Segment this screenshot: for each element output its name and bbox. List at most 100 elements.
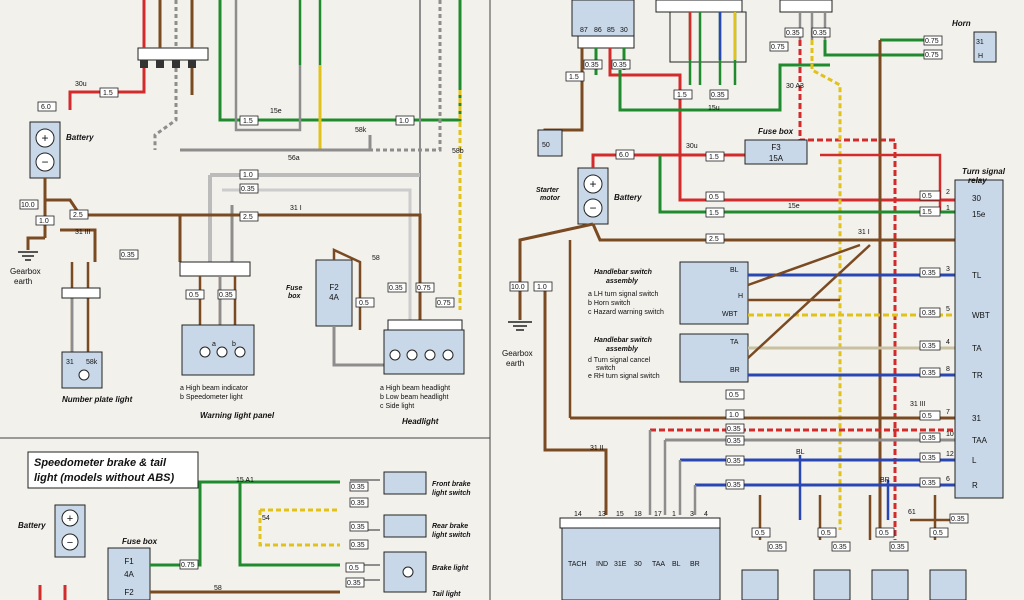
- relay-wire-size-box: [919, 452, 941, 463]
- svg-text:30 A3: 30 A3: [786, 83, 804, 90]
- warning-panel-label: Warning light panel: [200, 411, 275, 420]
- svg-text:F2: F2: [329, 283, 339, 292]
- svg-text:31: 31: [66, 359, 74, 366]
- svg-text:0.5: 0.5: [755, 530, 765, 537]
- svg-text:0.35: 0.35: [351, 524, 365, 531]
- relay-wire-size-box: [919, 477, 941, 488]
- svg-text:TACH: TACH: [568, 561, 587, 568]
- svg-text:F2: F2: [124, 588, 134, 597]
- svg-text:TA: TA: [730, 339, 739, 346]
- svg-text:1.0: 1.0: [39, 218, 49, 225]
- svg-text:1.0: 1.0: [243, 172, 253, 179]
- svg-text:a High beam indicator: a High beam indicator: [180, 385, 249, 392]
- svg-text:1.0: 1.0: [729, 412, 739, 419]
- svg-text:0.75: 0.75: [925, 52, 939, 59]
- svg-text:H: H: [978, 53, 983, 60]
- svg-text:56a: 56a: [288, 155, 300, 162]
- svg-text:Front brake: Front brake: [432, 481, 471, 488]
- svg-text:1.5: 1.5: [243, 118, 253, 125]
- relay-wire-size: 1.5: [922, 209, 932, 216]
- svg-text:1.5: 1.5: [103, 90, 113, 97]
- svg-text:0.35: 0.35: [613, 62, 627, 69]
- svg-text:0.35: 0.35: [389, 285, 403, 292]
- svg-text:+: +: [589, 177, 596, 191]
- svg-text:0.35: 0.35: [891, 544, 905, 551]
- relay-wire-size-box: [919, 367, 941, 378]
- svg-text:0.5: 0.5: [933, 530, 943, 537]
- svg-text:0.5: 0.5: [189, 292, 199, 299]
- svg-text:2.5: 2.5: [709, 236, 719, 243]
- svg-text:+: +: [41, 131, 48, 145]
- svg-text:e RH turn signal switch: e RH turn signal switch: [588, 373, 660, 380]
- svg-text:54: 54: [262, 515, 270, 522]
- relay-wire-size: 0.35: [922, 480, 936, 487]
- relay-wire-size-box: [919, 307, 941, 318]
- svg-text:1.0: 1.0: [537, 284, 547, 291]
- svg-text:31E: 31E: [614, 561, 627, 568]
- turn-signal-relay: [954, 179, 1004, 499]
- earth-symbol-right: [508, 321, 532, 331]
- svg-text:Battery: Battery: [18, 521, 46, 530]
- front-brake-switch: [383, 471, 427, 495]
- svg-text:Fuse: Fuse: [286, 285, 302, 292]
- svg-text:31 I: 31 I: [290, 205, 302, 212]
- svg-text:Brake light: Brake light: [432, 565, 469, 572]
- svg-text:Tail light: Tail light: [432, 591, 461, 598]
- svg-text:0.5: 0.5: [729, 392, 739, 399]
- svg-text:58k: 58k: [355, 127, 367, 134]
- svg-text:b Low beam headlight: b Low beam headlight: [380, 394, 449, 401]
- relay-wire-size: 0.35: [922, 455, 936, 462]
- svg-text:0.75: 0.75: [437, 300, 451, 307]
- relay-wire-size: 0.35: [922, 435, 936, 442]
- relay-wire-size: 0.35: [922, 343, 936, 350]
- svg-text:15u: 15u: [708, 105, 720, 112]
- svg-text:30u: 30u: [686, 143, 698, 150]
- relay-pin-number: 4: [946, 339, 950, 346]
- svg-text:87: 87: [580, 27, 588, 34]
- handlebar-switch-1: [679, 261, 749, 325]
- svg-text:Speedometer brake & tail: Speedometer brake & tail: [34, 457, 167, 469]
- svg-text:0.35: 0.35: [121, 252, 135, 259]
- svg-text:−: −: [41, 155, 48, 169]
- relay-wire-size: 0.35: [922, 270, 936, 277]
- svg-text:58: 58: [214, 585, 222, 592]
- relay-wire-size: 0.5: [922, 413, 932, 420]
- svg-text:box: box: [288, 293, 302, 300]
- svg-text:0.35: 0.35: [711, 92, 725, 99]
- horn-box: [973, 31, 997, 63]
- svg-text:BL: BL: [672, 561, 681, 568]
- svg-text:0.35: 0.35: [727, 458, 741, 465]
- starter-motor: [537, 129, 563, 157]
- relay-wire-size-box: [919, 432, 941, 443]
- svg-text:17: 17: [654, 511, 662, 518]
- svg-text:−: −: [67, 537, 73, 549]
- svg-text:2.5: 2.5: [73, 212, 83, 219]
- svg-text:Handlebar switch: Handlebar switch: [594, 269, 652, 276]
- svg-text:31 II: 31 II: [590, 445, 604, 452]
- svg-text:+: +: [67, 513, 73, 525]
- svg-text:58k: 58k: [86, 359, 98, 366]
- headlight-label: Headlight: [402, 417, 439, 426]
- svg-text:0.35: 0.35: [727, 482, 741, 489]
- relay-pin-label: TL: [972, 271, 982, 280]
- svg-text:30u: 30u: [75, 81, 87, 88]
- svg-text:motor: motor: [540, 195, 561, 202]
- svg-text:4A: 4A: [124, 570, 134, 579]
- svg-text:31: 31: [976, 39, 984, 46]
- svg-text:30: 30: [620, 27, 628, 34]
- svg-text:relay: relay: [968, 176, 987, 185]
- relay-pin-rows: 0.52301.5115e0.353TL0.355WBT0.354TA0.358…: [919, 189, 990, 490]
- earth-symbol-left: [18, 251, 38, 261]
- relay-pin-label: TA: [972, 344, 982, 353]
- svg-text:BR: BR: [880, 477, 890, 484]
- svg-text:−: −: [589, 201, 596, 215]
- instrument-panel-right: [561, 527, 721, 600]
- svg-text:b Speedometer light: b Speedometer light: [180, 394, 243, 401]
- relay-pin-label: TAA: [972, 436, 988, 445]
- svg-text:10.0: 10.0: [511, 284, 525, 291]
- relay-wire-size-box: [919, 340, 941, 351]
- svg-text:Fuse box: Fuse box: [122, 537, 158, 546]
- svg-text:0.35: 0.35: [585, 62, 599, 69]
- svg-text:Gearbox: Gearbox: [10, 267, 41, 276]
